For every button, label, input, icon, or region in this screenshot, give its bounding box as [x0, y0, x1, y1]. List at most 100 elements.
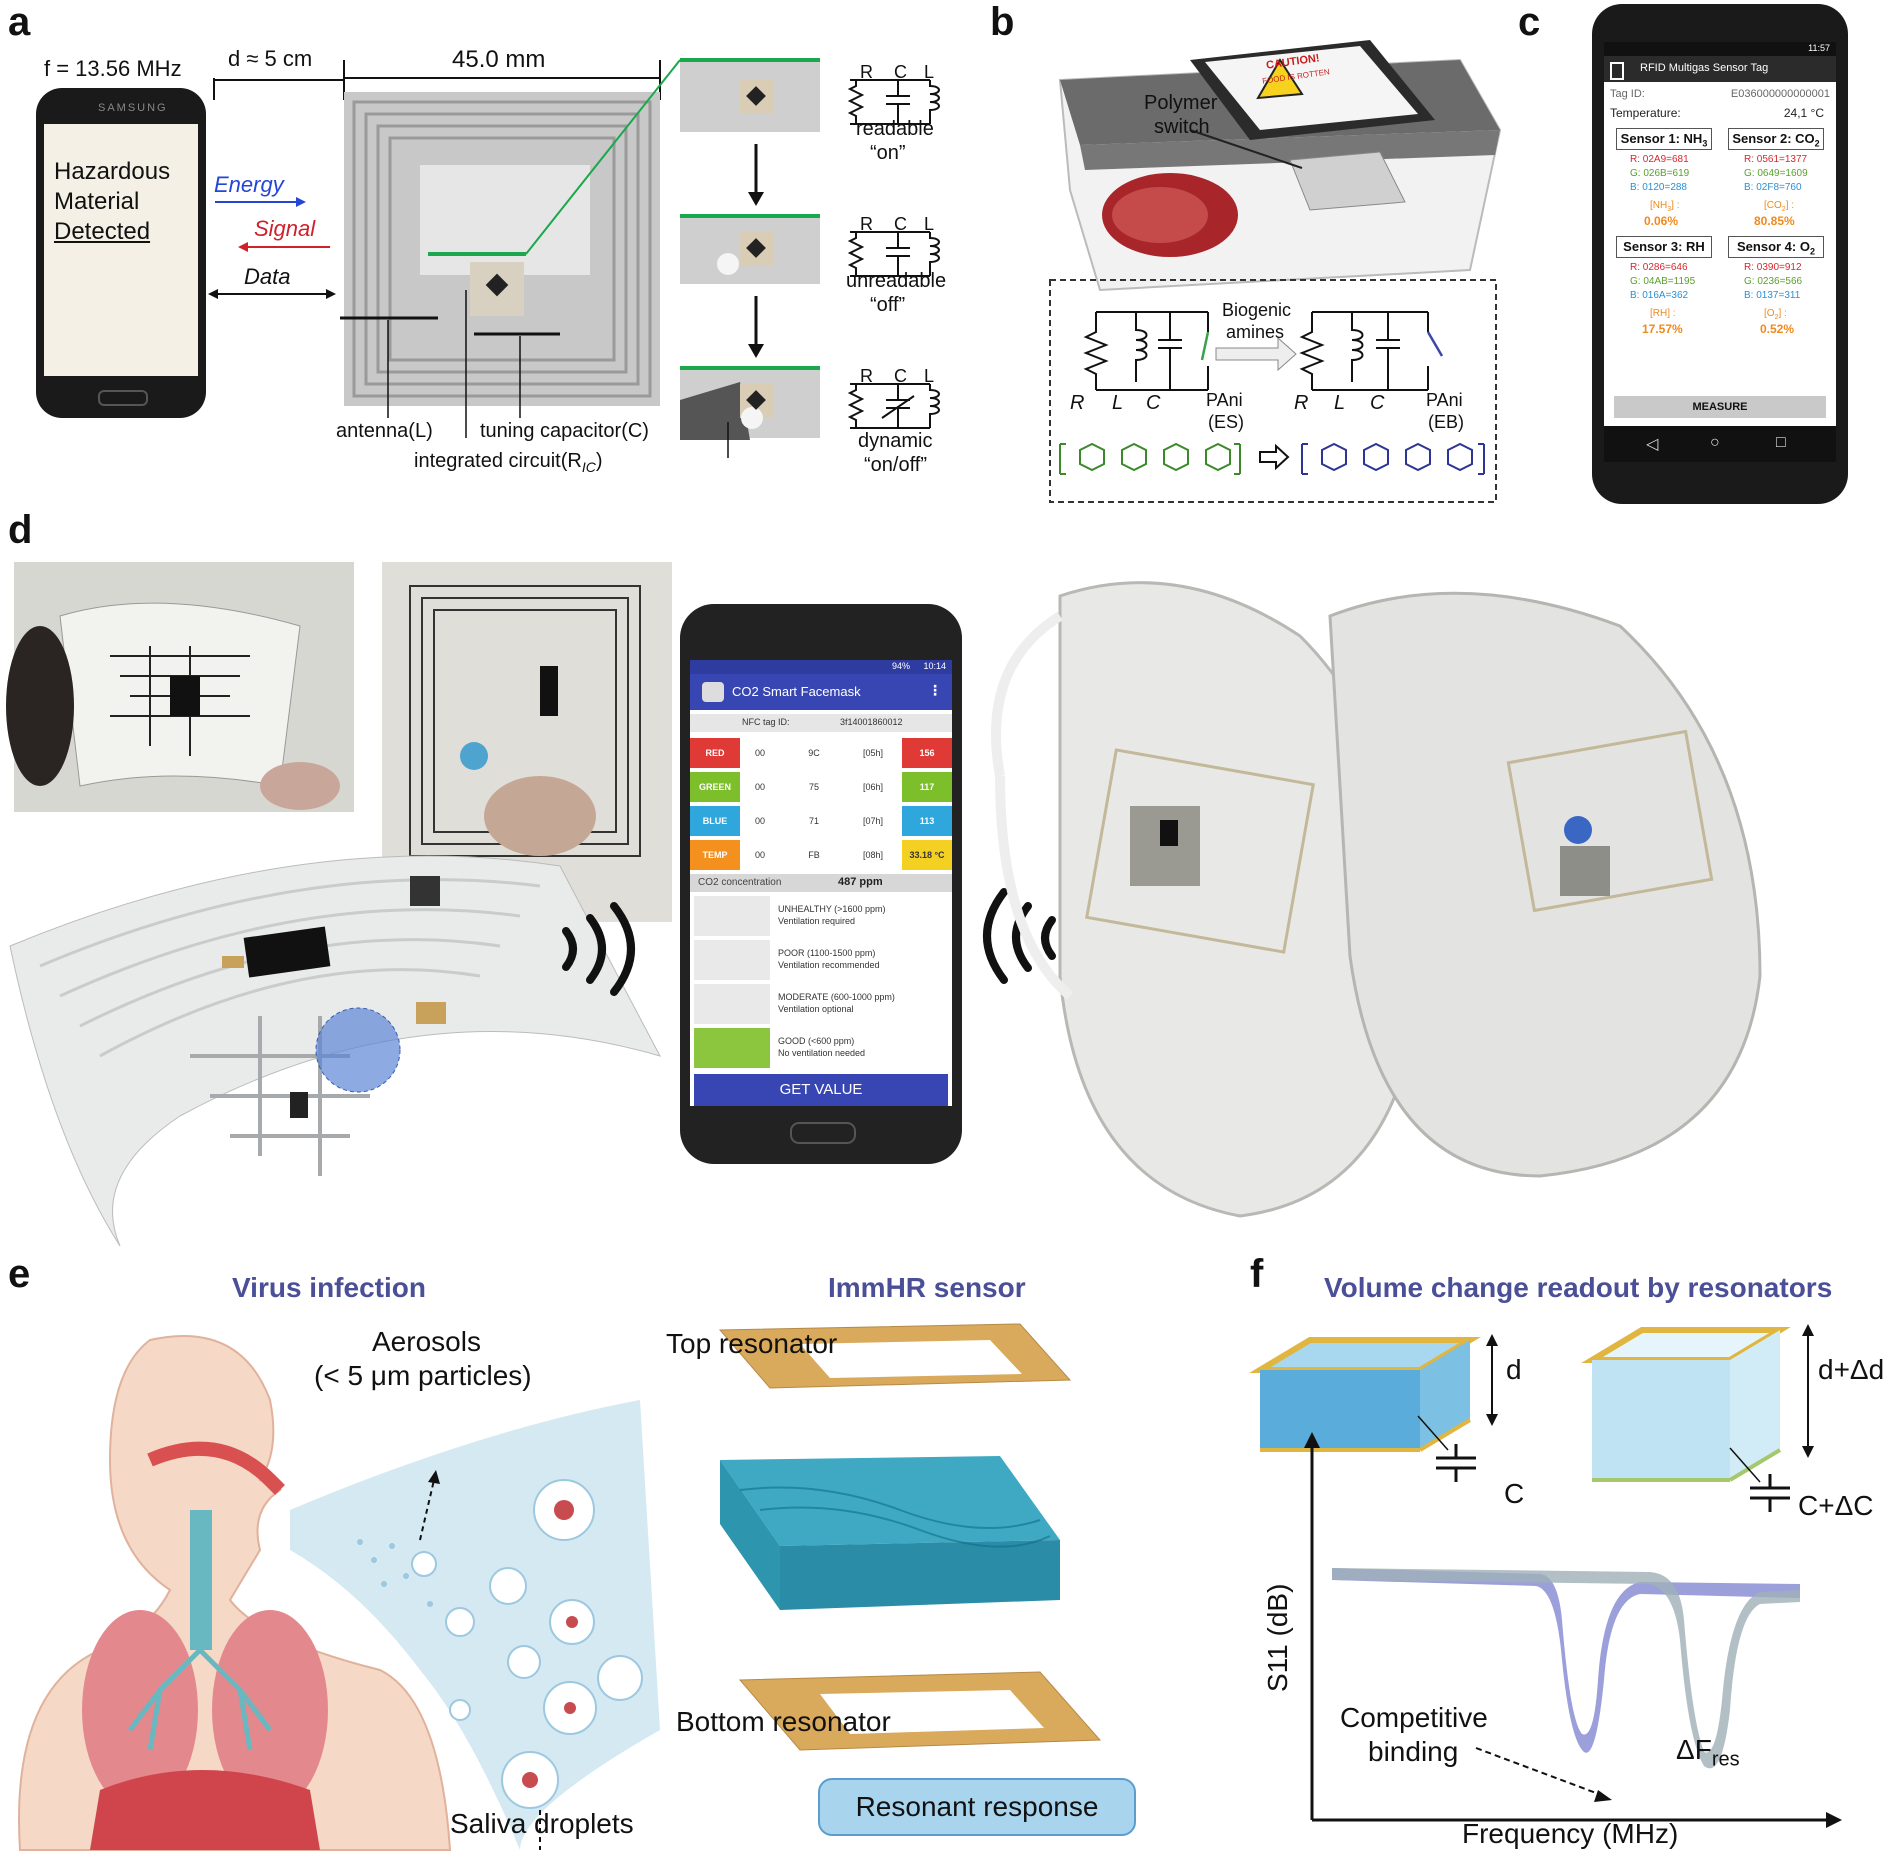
sensor-3-g: G: 04AB=1195: [1630, 276, 1696, 287]
circuit-r-3: R: [860, 366, 873, 386]
air-unhealthy-1: UNHEALTHY (>1600 ppm): [778, 904, 886, 914]
delta-f-res-label: ΔFres: [1676, 1734, 1740, 1771]
panel-label-a: a: [8, 0, 31, 44]
sensor-1-r: R: 02A9=681: [1630, 154, 1689, 165]
row-temp: TEMP 00 FB [08h] 33.18 °C: [690, 840, 952, 870]
sensor-3-r: R: 0286=646: [1630, 262, 1688, 273]
circuit-c-3: C: [894, 366, 907, 386]
row-red-value: 156: [902, 738, 952, 768]
d-status-time: 10:14: [923, 661, 946, 671]
pani-right-label: PAni: [1426, 390, 1463, 410]
row-temp-value: 33.18 °C: [902, 840, 952, 870]
home-icon[interactable]: ○: [1710, 434, 1720, 451]
row-green-c2: 75: [808, 782, 819, 792]
row-blue-c1: 00: [754, 816, 765, 826]
bottom-resonator-label: Bottom resonator: [676, 1706, 891, 1737]
air-good-1: GOOD (<600 ppm): [778, 1036, 855, 1046]
energy-label: Energy: [214, 172, 284, 197]
screen-line-material: Material: [54, 188, 140, 215]
circuit-c-1: C: [894, 62, 907, 82]
row-blue-label: BLUE: [690, 806, 740, 836]
b-right-r: R: [1294, 392, 1309, 414]
circuit-l-2: L: [924, 214, 935, 234]
pani-right-state: (EB): [1428, 412, 1464, 432]
b-left-c: C: [1146, 392, 1161, 414]
d-app-bar: CO2 Smart Facemask ⋮: [690, 674, 952, 710]
air-unhealthy-2: Ventilation required: [778, 916, 856, 926]
sensor-1-g: G: 026B=619: [1630, 168, 1690, 179]
android-nav-bar: ◁ ○ □: [1604, 426, 1836, 462]
row-red: RED 00 9C [05h] 156: [690, 738, 952, 768]
sensor-2-gas: [CO2] :: [1764, 200, 1795, 213]
sensor-3-value: 17.57%: [1642, 322, 1683, 336]
d-status-bar: 94% 10:14: [690, 660, 952, 674]
pani-left-label: PAni: [1206, 390, 1243, 410]
size-label: 45.0 mm: [452, 46, 546, 73]
row-temp-c1: 00: [754, 850, 765, 860]
row-blue-value: 113: [902, 806, 952, 836]
sensor-1-gas: [NH3] :: [1650, 200, 1680, 213]
sensor-4-title: Sensor 4: O2: [1728, 236, 1824, 258]
biogenic-label: Biogenic: [1222, 300, 1292, 320]
air-swatch-poor: [694, 940, 770, 980]
phone-c: 11:57 RFID Multigas Sensor Tag Tag ID: E…: [1592, 4, 1848, 504]
get-value-button[interactable]: GET VALUE: [694, 1074, 948, 1106]
temperature-label: Temperature:: [1610, 106, 1681, 120]
d-label: d: [1506, 1354, 1522, 1385]
b-right-l: L: [1334, 392, 1346, 414]
air-poor-1: POOR (1100-1500 ppm): [778, 948, 876, 958]
status-time: 11:57: [1808, 43, 1830, 53]
air-moderate-1: MODERATE (600-1000 ppm): [778, 992, 895, 1002]
panel-label-f: f: [1250, 1252, 1264, 1296]
binding-label: binding: [1368, 1736, 1459, 1767]
sensor-3-gas: [RH] :: [1650, 308, 1676, 319]
volume-change-title: Volume change readout by resonators: [1324, 1272, 1833, 1303]
state-unreadable-off: “off”: [870, 294, 906, 316]
competitive-label: Competitive: [1340, 1702, 1488, 1733]
panel-label-e: e: [8, 1252, 31, 1296]
sensor-1-title: Sensor 1: NH3: [1616, 128, 1712, 150]
tag-id-value: E036000000000001: [1730, 88, 1830, 100]
saliva-label: Saliva droplets: [450, 1808, 634, 1839]
row-red-c2: 9C: [808, 748, 820, 758]
nfc-row: NFC tag ID: 3f14001860012: [690, 714, 952, 732]
d-status-battery: 94%: [891, 661, 910, 671]
samsung-logo: SAMSUNG: [98, 102, 168, 114]
sensor-4-gas: [O2] :: [1764, 308, 1787, 321]
sensor-4-value: 0.52%: [1760, 322, 1795, 336]
co2-label: CO2 concentration: [698, 877, 782, 888]
recents-icon[interactable]: □: [1776, 434, 1786, 451]
d-app-title: CO2 Smart Facemask: [732, 684, 861, 699]
data-label: Data: [244, 264, 291, 289]
back-icon[interactable]: ◁: [1646, 436, 1659, 453]
row-green-label: GREEN: [690, 772, 740, 802]
frequency-label: f = 13.56 MHz: [44, 56, 182, 81]
measure-button[interactable]: MEASURE: [1614, 396, 1826, 418]
panel-a-graphics: [208, 58, 940, 458]
air-swatch-good: [694, 1028, 770, 1068]
phone-a-screen: Hazardous Material Detected: [44, 124, 198, 376]
air-good-2: No ventilation needed: [778, 1048, 866, 1058]
row-green-value: 117: [902, 772, 952, 802]
circuit-r-1: R: [860, 62, 873, 82]
circuit-c-2: C: [894, 214, 907, 234]
row-blue: BLUE 00 71 [07h] 113: [690, 806, 952, 836]
b-left-l: L: [1112, 392, 1124, 414]
state-dynamic: dynamic: [858, 430, 933, 452]
sensor-4-r: R: 0390=912: [1744, 262, 1802, 273]
row-temp-c3: [08h]: [862, 850, 884, 860]
app-logo-icon: [702, 682, 724, 702]
air-swatch-moderate: [694, 984, 770, 1024]
row-red-label: RED: [690, 738, 740, 768]
nfc-tag-label: NFC tag ID:: [742, 717, 790, 727]
overflow-menu-icon[interactable]: ⋮: [928, 682, 942, 698]
row-green-c1: 00: [754, 782, 765, 792]
status-bar: 11:57: [1604, 42, 1836, 56]
sensor-1-b: B: 0120=288: [1630, 182, 1687, 193]
d-plus-delta-d-label: d+Δd: [1818, 1354, 1885, 1385]
sensor-4-b: B: 0137=311: [1744, 290, 1801, 301]
home-button: [98, 390, 148, 406]
panel-e-graphics: [18, 1323, 1102, 1851]
tuning-capacitor-label: tuning capacitor(C): [480, 420, 649, 442]
antenna-label: antenna(L): [336, 420, 433, 442]
